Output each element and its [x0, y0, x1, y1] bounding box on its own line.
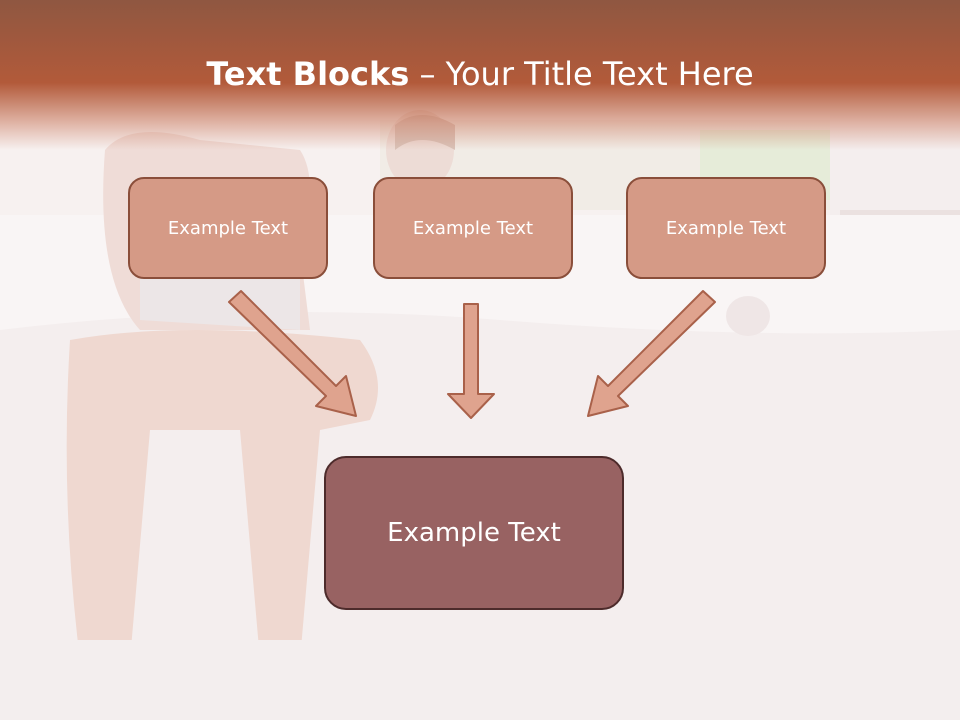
arrow-left-to-target	[228, 290, 357, 417]
arrow-right-to-target	[587, 290, 716, 417]
title-bold: Text Blocks	[206, 55, 410, 93]
title-banner	[0, 0, 960, 150]
target-text-block[interactable]: Example Text	[324, 456, 624, 610]
text-block-1-label: Example Text	[167, 217, 289, 239]
text-block-2-label: Example Text	[412, 217, 534, 239]
text-block-2[interactable]: Example Text	[373, 177, 573, 279]
title-rest: – Your Title Text Here	[409, 55, 754, 93]
text-block-3-label: Example Text	[665, 217, 787, 239]
target-text-block-label: Example Text	[387, 518, 561, 548]
arrow-center-to-target	[447, 303, 495, 419]
text-block-1[interactable]: Example Text	[128, 177, 328, 279]
text-block-3[interactable]: Example Text	[626, 177, 826, 279]
slide-title: Text Blocks – Your Title Text Here	[0, 52, 960, 96]
